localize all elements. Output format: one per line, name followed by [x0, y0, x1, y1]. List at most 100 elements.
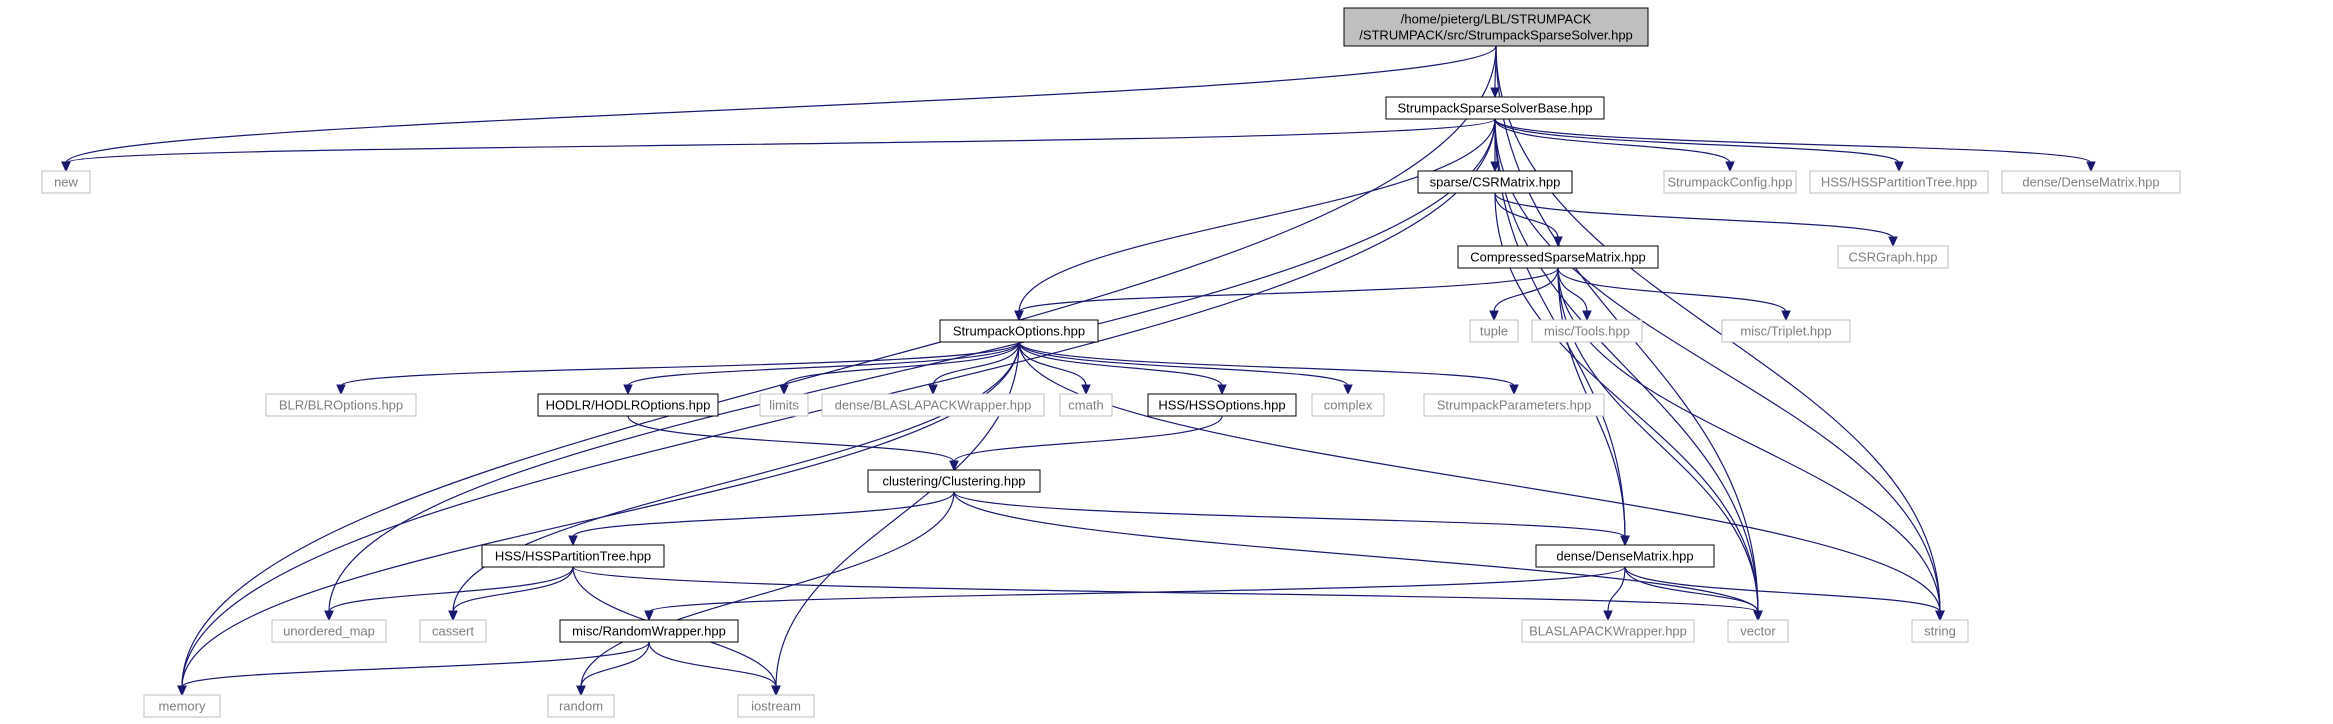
node-box-densematrix	[1535, 544, 1715, 568]
arrowhead-densematrix-to-vector	[1753, 610, 1763, 622]
arrowhead-base-to-csrmatrix	[1490, 161, 1500, 173]
node-string: string	[1911, 619, 1969, 643]
edge-options-to-limits	[783, 341, 1020, 387]
edge-compressed-to-triplet	[1557, 267, 1787, 313]
arrowhead-base-to-densematrix_top	[2086, 161, 2096, 173]
node-limits: limits	[759, 393, 809, 417]
arrowhead-options-to-limits	[779, 384, 789, 396]
edge-options-to-string	[1018, 341, 1941, 613]
node-box-csrmatrix	[1417, 170, 1573, 194]
node-label-random: random	[559, 699, 603, 714]
edge-base-to-hsspt_top	[1494, 118, 1900, 164]
node-tuple: tuple	[1469, 319, 1519, 343]
node-label-tools: misc/Tools.hpp	[1544, 324, 1630, 339]
edge-options-to-blaswrap	[932, 341, 1020, 387]
node-label-csrgraph: CSRGraph.hpp	[1849, 250, 1938, 265]
edge-densematrix-to-string	[1624, 566, 1941, 613]
edge-base-to-unordered_map	[328, 118, 1496, 613]
node-box-hssopt	[1147, 393, 1297, 417]
edges-layer	[61, 45, 2096, 697]
arrowhead-options-to-complex	[1343, 384, 1353, 396]
edge-base-to-new	[65, 118, 1496, 164]
node-label-blropt: BLR/BLROptions.hpp	[279, 398, 403, 413]
node-compressed[interactable]: CompressedSparseMatrix.hpp	[1457, 245, 1659, 269]
node-box-compressed	[1457, 245, 1659, 269]
node-densematrix[interactable]: dense/DenseMatrix.hpp	[1535, 544, 1715, 568]
node-options[interactable]: StrumpackOptions.hpp	[939, 319, 1099, 343]
node-new: new	[41, 170, 91, 194]
node-box-cmath	[1059, 393, 1113, 417]
node-box-iostream	[737, 694, 815, 718]
edge-hssopt-to-clustering	[953, 415, 1223, 463]
node-label-memory: memory	[159, 699, 206, 714]
node-box-limits	[759, 393, 809, 417]
arrowhead-base-to-new	[61, 161, 71, 173]
edge-options-to-hodlropt	[627, 341, 1020, 387]
arrowhead-randomwrap-to-iostream	[771, 685, 781, 697]
arrowhead-randomwrap-to-memory	[177, 685, 187, 697]
edge-randomwrap-to-random	[580, 641, 650, 688]
node-config: StrumpackConfig.hpp	[1663, 170, 1797, 194]
arrowhead-compressed-to-tools	[1582, 310, 1592, 322]
arrowhead-options-to-hodlropt	[623, 384, 633, 396]
node-label-densematrix: dense/DenseMatrix.hpp	[1556, 549, 1693, 564]
node-box-config	[1663, 170, 1797, 194]
node-label-root: /home/pieterg/LBL/STRUMPACK	[1401, 12, 1592, 27]
node-triplet: misc/Triplet.hpp	[1721, 319, 1851, 343]
node-box-complex	[1311, 393, 1385, 417]
node-label-limits: limits	[769, 398, 799, 413]
edge-csrmatrix-to-csrgraph	[1494, 192, 1894, 239]
node-blropt: BLR/BLROptions.hpp	[265, 393, 417, 417]
node-label-hssopt: HSS/HSSOptions.hpp	[1158, 398, 1285, 413]
arrowhead-densematrix-to-string	[1935, 610, 1945, 622]
node-label-compressed: CompressedSparseMatrix.hpp	[1470, 250, 1646, 265]
node-root[interactable]: /home/pieterg/LBL/STRUMPACK/STRUMPACK/sr…	[1343, 7, 1649, 47]
arrowhead-clustering-to-hsspt	[568, 535, 578, 547]
nodes-layer: /home/pieterg/LBL/STRUMPACK/STRUMPACK/sr…	[41, 7, 2181, 718]
node-base[interactable]: StrumpackSparseSolverBase.hpp	[1385, 96, 1605, 120]
node-label-randomwrap: misc/RandomWrapper.hpp	[572, 624, 726, 639]
node-box-triplet	[1721, 319, 1851, 343]
edge-base-to-vector	[1494, 118, 1759, 613]
edge-options-to-complex	[1018, 341, 1349, 387]
node-unordered_map: unordered_map	[271, 619, 387, 643]
node-hodlropt[interactable]: HODLR/HODLROptions.hpp	[537, 393, 719, 417]
edge-base-to-options	[1018, 118, 1496, 313]
node-box-cassert	[419, 619, 487, 643]
arrowhead-options-to-blaswrap	[928, 384, 938, 396]
node-clustering[interactable]: clustering/Clustering.hpp	[867, 469, 1041, 493]
node-cmath: cmath	[1059, 393, 1113, 417]
edge-hodlropt-to-clustering	[627, 415, 955, 463]
node-label-hsspt: HSS/HSSPartitionTree.hpp	[495, 549, 651, 564]
node-hssopt[interactable]: HSS/HSSOptions.hpp	[1147, 393, 1297, 417]
arrowhead-options-to-blropt	[336, 384, 346, 396]
node-box-string	[1911, 619, 1969, 643]
node-params: StrumpackParameters.hpp	[1423, 393, 1605, 417]
edge-randomwrap-to-memory	[181, 641, 650, 688]
node-label-unordered_map: unordered_map	[283, 624, 375, 639]
arrowhead-options-to-hssopt	[1217, 384, 1227, 396]
node-box-memory	[143, 694, 221, 718]
arrowhead-csrmatrix-to-csrgraph	[1888, 236, 1898, 248]
node-box-root	[1343, 7, 1649, 47]
arrowhead-root-to-base	[1490, 87, 1500, 99]
node-label-hodlropt: HODLR/HODLROptions.hpp	[546, 398, 711, 413]
node-hsspt[interactable]: HSS/HSSPartitionTree.hpp	[481, 544, 665, 568]
node-randomwrap[interactable]: misc/RandomWrapper.hpp	[559, 619, 739, 643]
edge-hsspt-to-unordered_map	[328, 566, 574, 613]
node-box-vector	[1727, 619, 1789, 643]
node-label-blaswrap2: BLASLAPACKWrapper.hpp	[1529, 624, 1687, 639]
edge-randomwrap-to-iostream	[648, 641, 777, 688]
node-csrmatrix[interactable]: sparse/CSRMatrix.hpp	[1417, 170, 1573, 194]
arrowhead-densematrix-to-blaswrap2	[1603, 610, 1613, 622]
edge-densematrix-to-blaswrap2	[1607, 566, 1626, 613]
node-label-hsspt_top: HSS/HSSPartitionTree.hpp	[1821, 175, 1977, 190]
node-box-blropt	[265, 393, 417, 417]
edge-root-to-string	[1495, 45, 1941, 613]
node-box-hsspt	[481, 544, 665, 568]
edge-hsspt-to-vector	[572, 566, 1759, 613]
node-box-unordered_map	[271, 619, 387, 643]
node-hsspt_top: HSS/HSSPartitionTree.hpp	[1809, 170, 1989, 194]
arrowhead-hsspt-to-unordered_map	[324, 610, 334, 622]
